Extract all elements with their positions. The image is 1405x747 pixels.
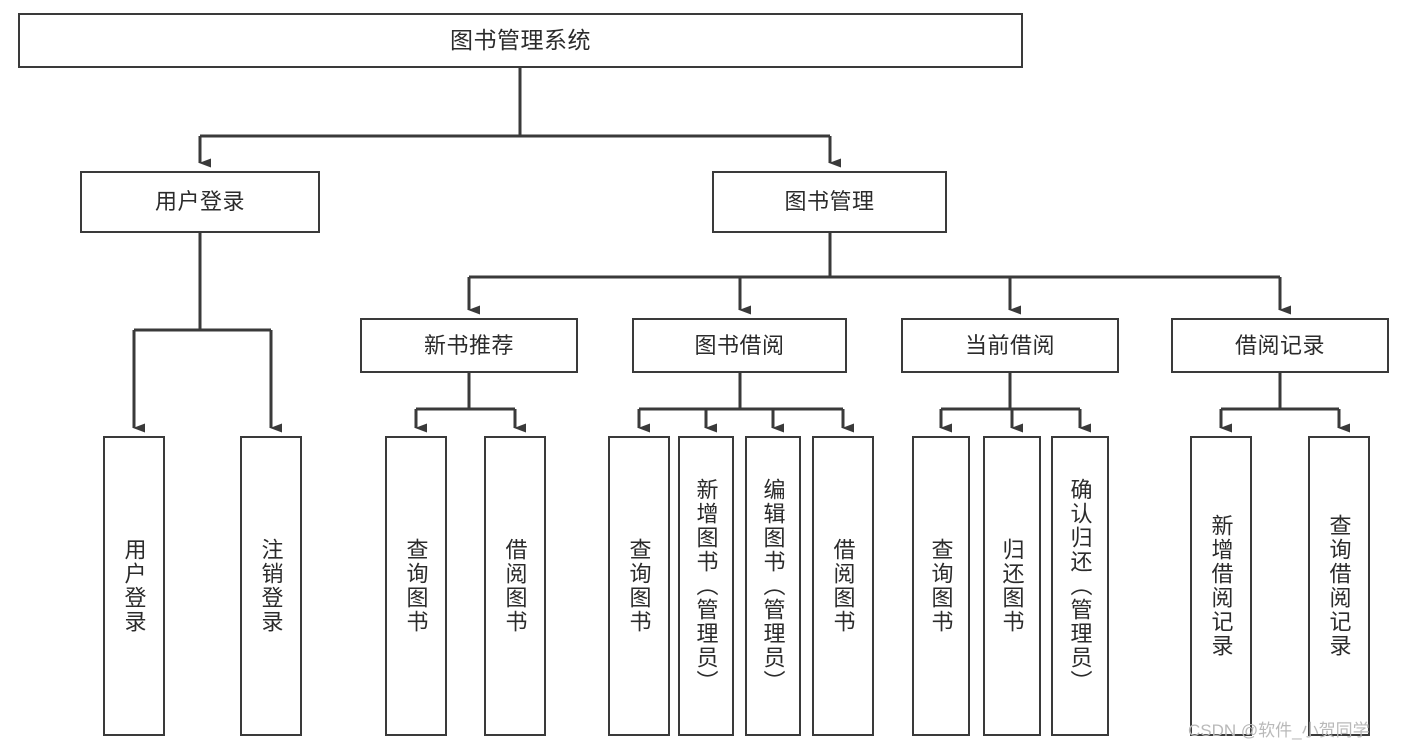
- node-label: 新增借阅记录: [1208, 514, 1234, 658]
- leaf-query-book-1[interactable]: 查询图书: [385, 436, 447, 736]
- node-book-manage[interactable]: 图书管理: [712, 171, 947, 233]
- node-root-system[interactable]: 图书管理系统: [18, 13, 1023, 68]
- node-label: 图书管理: [784, 189, 875, 215]
- node-label: 归还图书: [999, 538, 1025, 634]
- csdn-watermark: CSDN @软件_小贺同学: [1188, 721, 1370, 740]
- node-label: 编辑图书（管理员）: [760, 478, 786, 694]
- node-new-book-rec[interactable]: 新书推荐: [360, 318, 578, 373]
- leaf-confirm-return[interactable]: 确认归还（管理员）: [1051, 436, 1109, 736]
- node-current-borrow[interactable]: 当前借阅: [901, 318, 1119, 373]
- node-label: 图书借阅: [694, 332, 785, 358]
- node-label: 图书管理系统: [450, 26, 591, 53]
- leaf-borrow-book-1[interactable]: 借阅图书: [484, 436, 546, 736]
- node-label: 用户登录: [121, 538, 147, 634]
- node-label: 查询图书: [928, 538, 954, 634]
- node-label: 查询借阅记录: [1326, 514, 1352, 658]
- node-label: 当前借阅: [964, 332, 1055, 358]
- node-label: 新增图书（管理员）: [693, 478, 719, 694]
- leaf-add-record[interactable]: 新增借阅记录: [1190, 436, 1252, 736]
- node-label: 借阅记录: [1234, 332, 1325, 358]
- leaf-add-book[interactable]: 新增图书（管理员）: [678, 436, 734, 736]
- leaf-query-record[interactable]: 查询借阅记录: [1308, 436, 1370, 736]
- node-label: 借阅图书: [830, 538, 856, 634]
- leaf-return-book[interactable]: 归还图书: [983, 436, 1041, 736]
- node-label: 借阅图书: [502, 538, 528, 634]
- leaf-user-login[interactable]: 用户登录: [103, 436, 165, 736]
- leaf-query-book-2[interactable]: 查询图书: [608, 436, 670, 736]
- node-label: 确认归还（管理员）: [1067, 478, 1093, 694]
- leaf-borrow-book-2[interactable]: 借阅图书: [812, 436, 874, 736]
- node-book-borrow[interactable]: 图书借阅: [632, 318, 847, 373]
- node-borrow-record[interactable]: 借阅记录: [1171, 318, 1389, 373]
- leaf-logout-login[interactable]: 注销登录: [240, 436, 302, 736]
- leaf-edit-book[interactable]: 编辑图书（管理员）: [745, 436, 801, 736]
- node-user-login[interactable]: 用户登录: [80, 171, 320, 233]
- node-label: 查询图书: [626, 538, 652, 634]
- node-label: 查询图书: [403, 538, 429, 634]
- node-label: 注销登录: [258, 538, 284, 634]
- node-label: 用户登录: [154, 189, 245, 215]
- leaf-query-book-3[interactable]: 查询图书: [912, 436, 970, 736]
- node-label: 新书推荐: [423, 332, 514, 358]
